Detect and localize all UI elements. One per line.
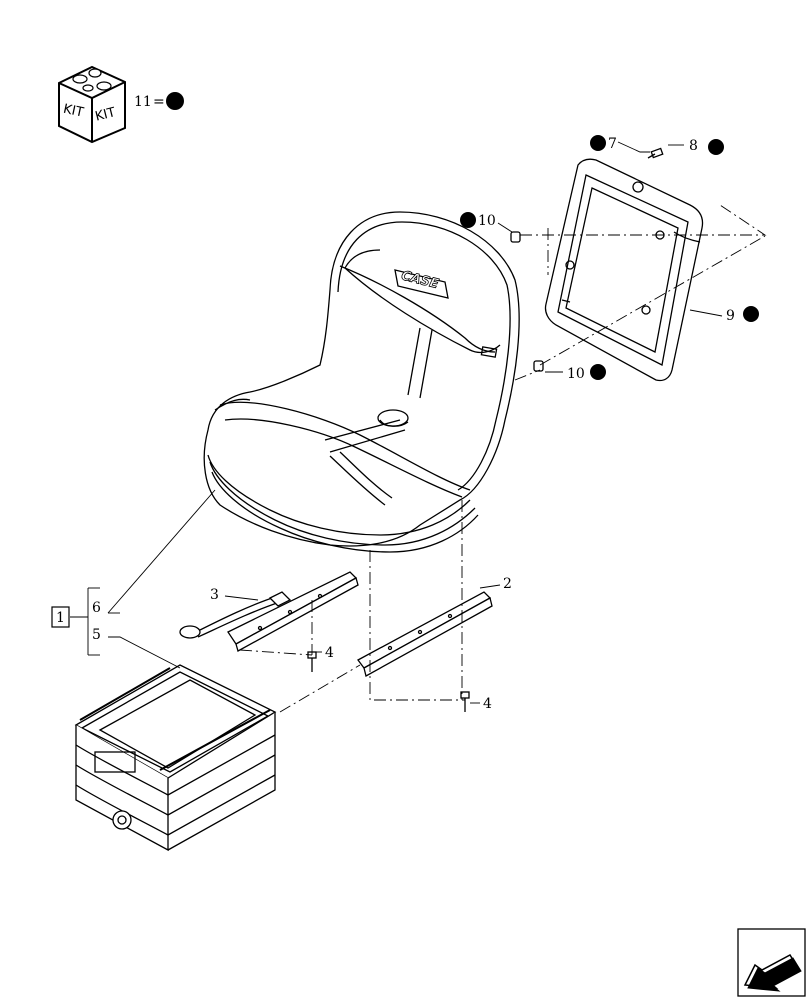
callout-4-upper: 4 (325, 645, 334, 661)
seat-cushion (203, 211, 520, 553)
back-cover-panel (544, 158, 704, 382)
kit-face-left-label: KIT (62, 102, 85, 121)
callout-4-lower: 4 (483, 696, 492, 712)
callout-7: 7 (608, 136, 617, 152)
callout-10-upper-dot-icon (460, 212, 476, 228)
callout-9: 9 (726, 308, 735, 324)
callout-9-dot-icon (743, 306, 759, 322)
kit-face-right-label: KIT (94, 105, 117, 124)
callout-7-dot-icon (590, 135, 606, 151)
slide-rail-left (227, 571, 359, 652)
spacer-10-upper (510, 231, 521, 243)
adjuster-lever (179, 591, 292, 639)
screw-7 (647, 147, 664, 159)
bolt-4-lower (460, 691, 470, 712)
callout-5: 5 (92, 627, 101, 643)
callout-2: 2 (503, 576, 512, 592)
callout-8-dot-icon (708, 139, 724, 155)
callout-6: 6 (92, 600, 101, 616)
callout-10-upper: 10 (478, 213, 496, 229)
callout-8: 8 (689, 138, 698, 154)
leader-lines (70, 141, 723, 704)
slide-rail-right (357, 591, 493, 677)
kit-legend-number: 11 (134, 94, 152, 110)
kit-legend-equals: = (153, 94, 165, 110)
callout-1: 1 (56, 610, 65, 626)
spacer-10-lower (533, 360, 544, 372)
kit-legend-dot-icon (166, 92, 184, 110)
suspension-base (74, 664, 277, 852)
kit-box-icon (58, 65, 126, 144)
dash-dot-center-lines (239, 204, 767, 713)
callout-3: 3 (210, 587, 219, 603)
callout-1-box (51, 606, 70, 628)
next-page-arrow-icon[interactable] (737, 928, 806, 997)
callout-10-lower-dot-icon (590, 364, 606, 380)
callout-10-lower: 10 (567, 366, 585, 382)
